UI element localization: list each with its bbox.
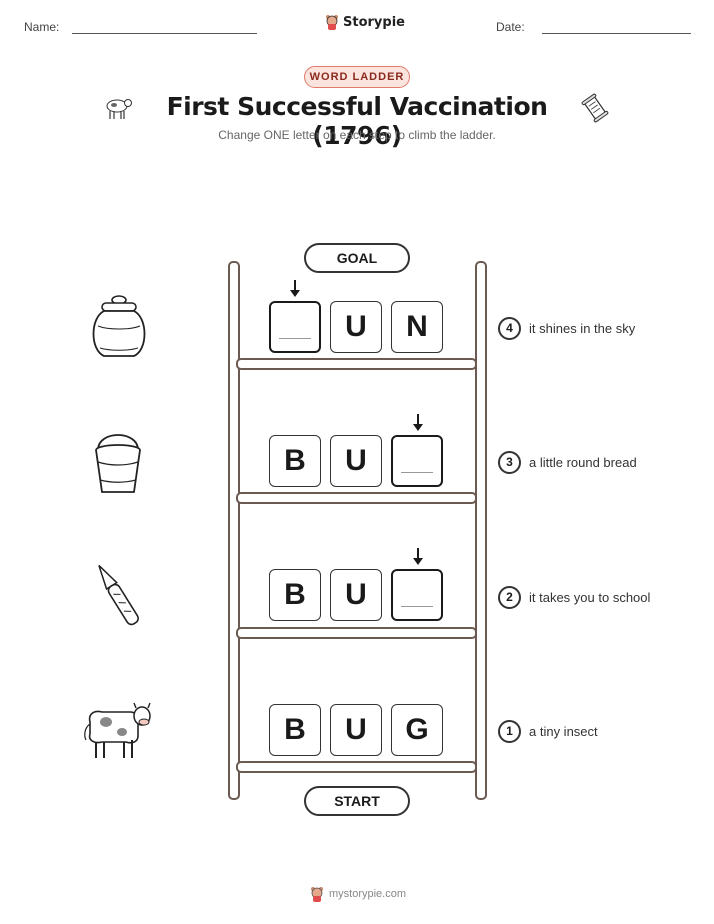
letter-box: U xyxy=(330,435,382,487)
brand-name: Storypie xyxy=(343,14,405,30)
ladder-rung xyxy=(236,492,477,504)
start-label: START xyxy=(304,786,410,816)
letter-box-blank[interactable] xyxy=(391,569,443,621)
letter-box: G xyxy=(391,704,443,756)
letter-box: U xyxy=(330,569,382,621)
step-number: 4 xyxy=(498,317,521,340)
date-field[interactable] xyxy=(542,33,691,34)
ladder-rung xyxy=(236,627,477,639)
cow-title-icon xyxy=(106,99,132,119)
brand-logo: Storypie xyxy=(325,14,405,30)
letter-box: N xyxy=(391,301,443,353)
arrow-down-icon xyxy=(413,548,423,565)
letter-box: B xyxy=(269,435,321,487)
name-field[interactable] xyxy=(72,33,257,34)
step-clue: a little round bread xyxy=(529,455,637,470)
bucket-icon xyxy=(95,434,141,493)
word-ladder-tag: WORD LADDER xyxy=(304,66,410,88)
arrow-down-icon xyxy=(290,280,300,297)
cow-icon xyxy=(84,702,151,758)
ladder-rung xyxy=(236,358,477,370)
letter-box: B xyxy=(269,704,321,756)
step-number: 1 xyxy=(498,720,521,743)
page-title: First Successful Vaccination (1796) xyxy=(166,92,548,150)
letter-box: U xyxy=(330,704,382,756)
bear-mascot-icon xyxy=(311,887,323,902)
step-clue: it shines in the sky xyxy=(529,321,636,336)
letter-box-blank[interactable] xyxy=(269,301,321,353)
step-clue: a tiny insect xyxy=(529,724,598,739)
goal-label: GOAL xyxy=(304,243,410,273)
ladder-left-rail xyxy=(228,261,240,800)
letter-box: B xyxy=(269,569,321,621)
letter-box: U xyxy=(330,301,382,353)
letter-box-blank[interactable] xyxy=(391,435,443,487)
date-label: Date: xyxy=(496,20,525,34)
ladder-rung xyxy=(236,761,477,773)
name-label: Name: xyxy=(24,20,60,34)
step-clue: it takes you to school xyxy=(529,590,651,605)
lancet-icon xyxy=(98,564,139,626)
step-number: 3 xyxy=(498,451,521,474)
footer-url[interactable]: mystorypie.com xyxy=(329,888,407,900)
jar-icon xyxy=(92,295,146,357)
arrow-down-icon xyxy=(413,414,423,431)
ladder-right-rail xyxy=(475,261,487,800)
step-number: 2 xyxy=(498,586,521,609)
bear-mascot-icon xyxy=(326,15,338,30)
footer: mystorypie.com xyxy=(310,886,406,902)
subtitle: Change ONE letter on each step to climb … xyxy=(218,128,496,142)
scroll-title-icon xyxy=(581,93,609,123)
